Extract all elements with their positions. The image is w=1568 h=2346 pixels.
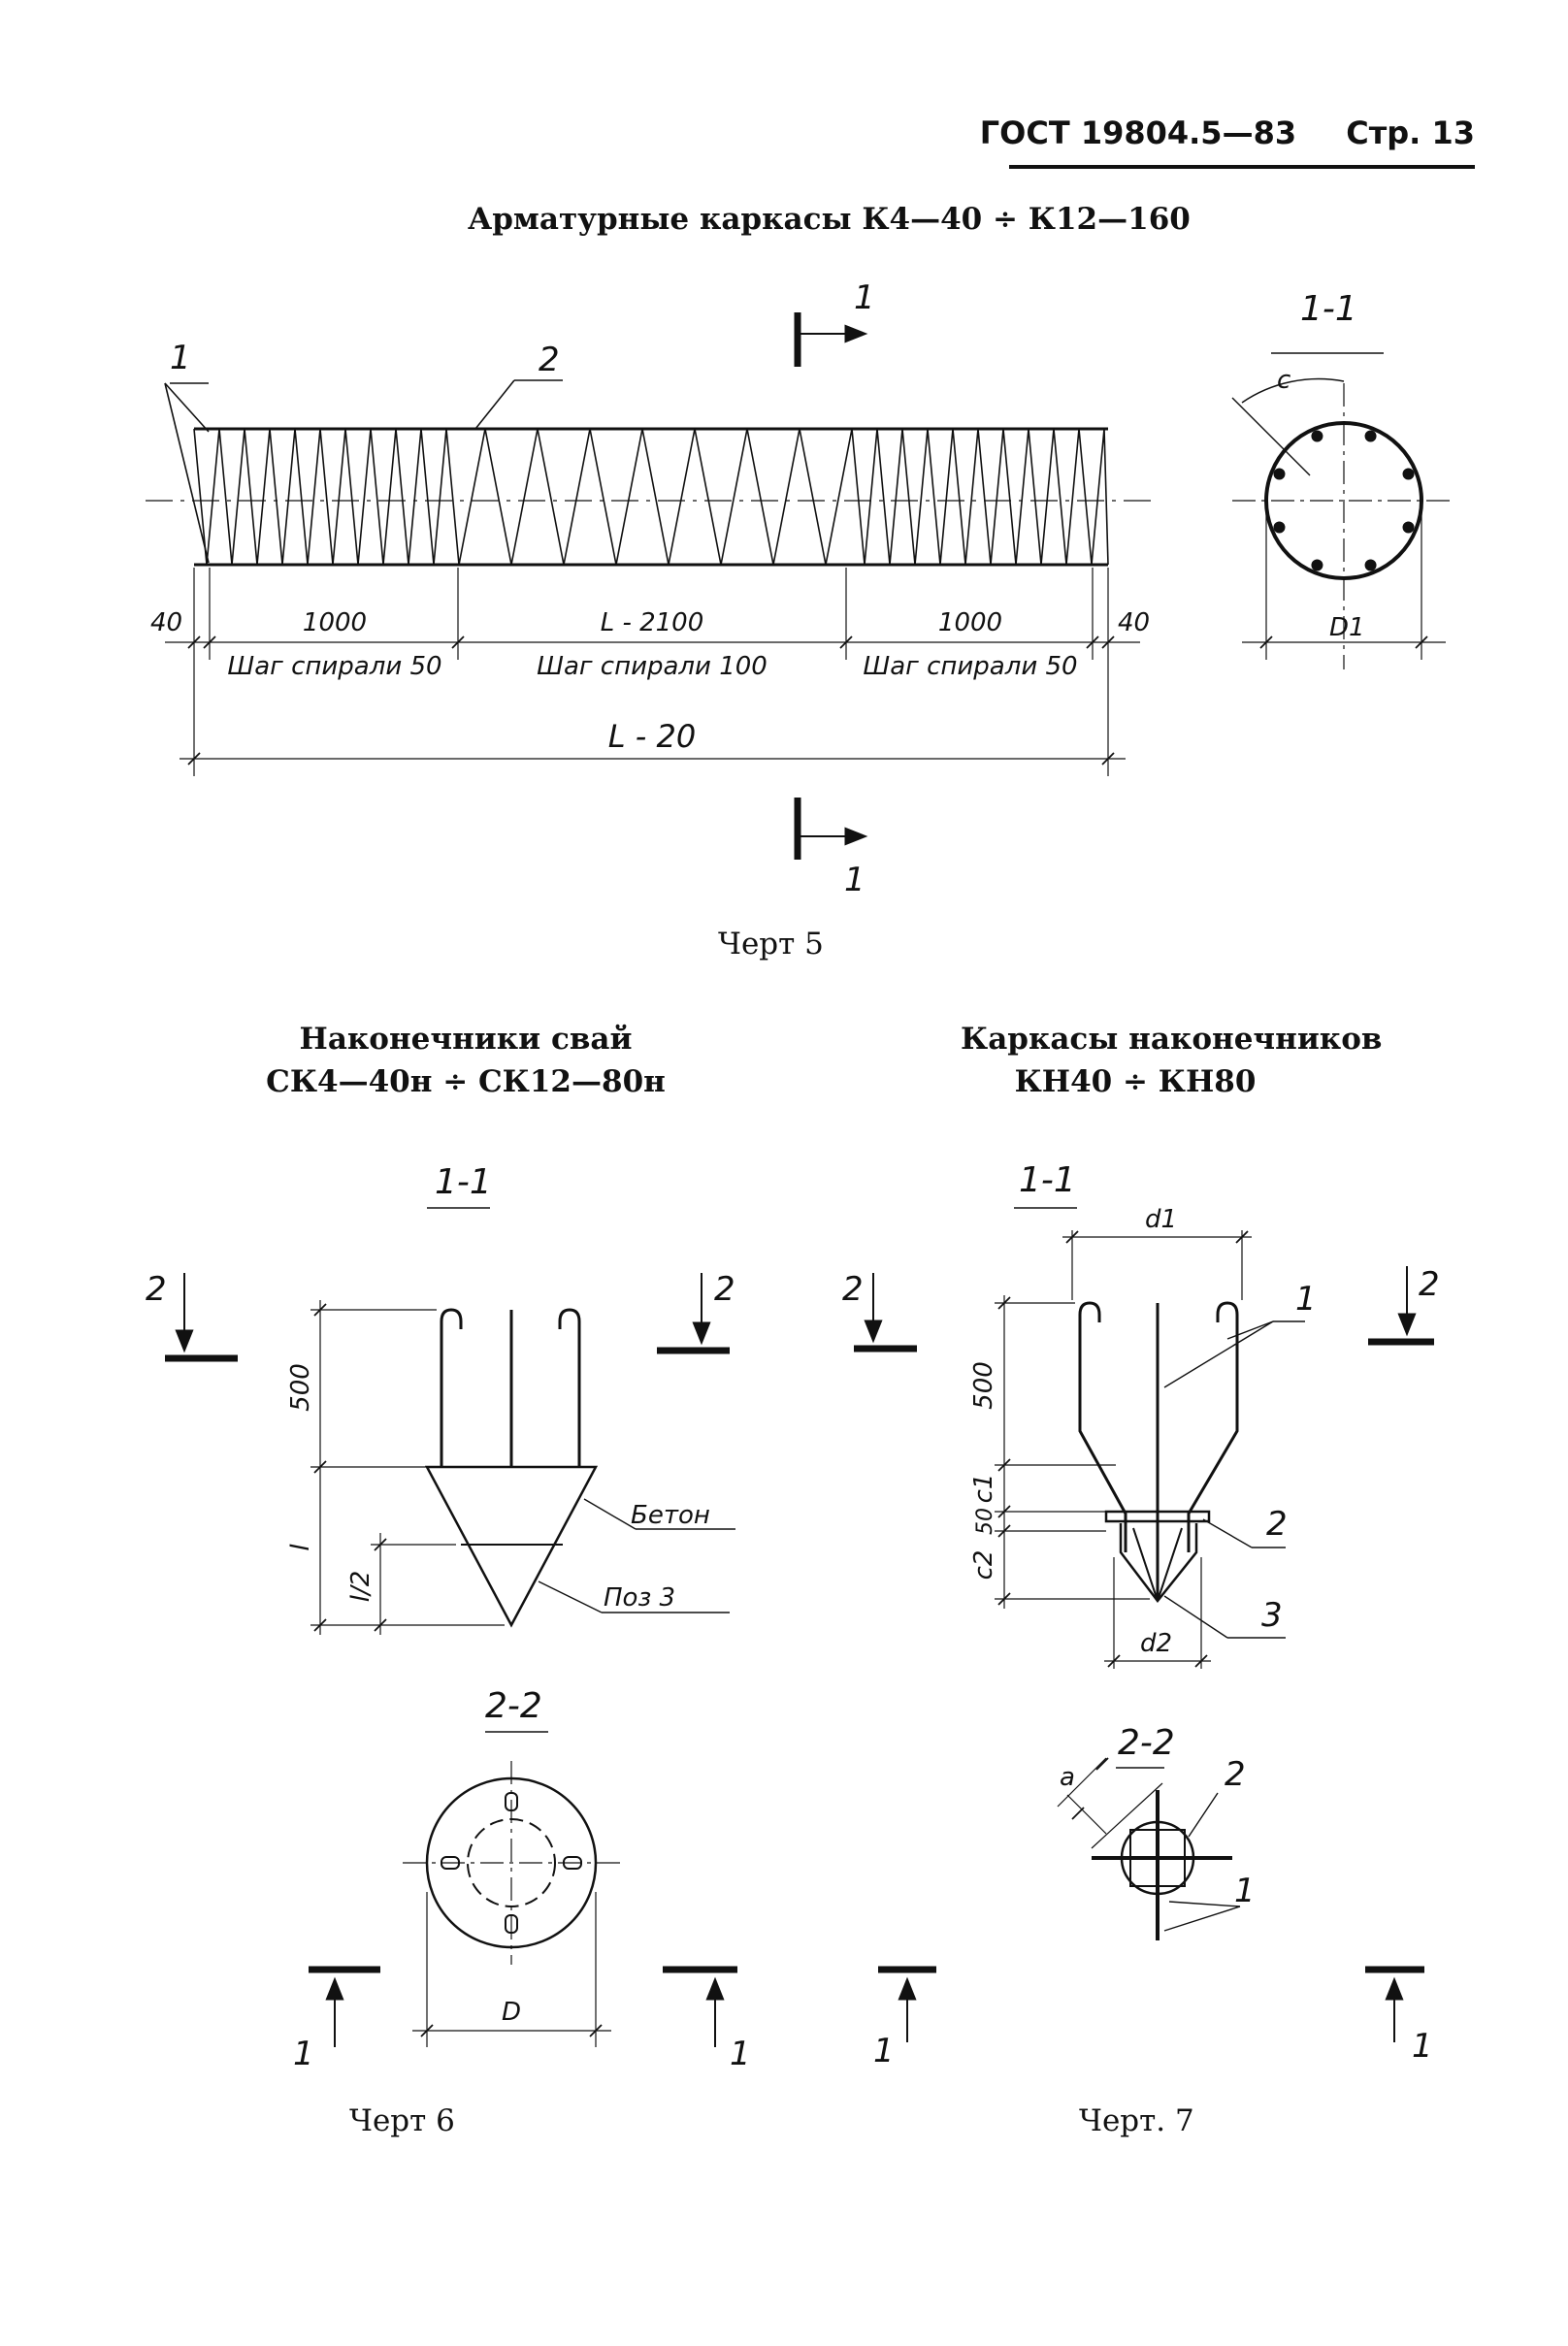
drawing5-caption: Черт 5 [718,927,824,961]
d7-plan-mark-bars: 1 [1234,1872,1256,1910]
section-mark-bottom [794,798,868,860]
total-dim-ticks [187,752,1115,766]
section-bar-dot [1402,468,1415,480]
pitch-left: Шаг спирали 50 [227,652,441,681]
d7-plan-mark-ring: 2 [1225,1755,1246,1794]
dim-section-c: c [1277,366,1290,395]
section-bar-dot [1273,521,1286,534]
section-bar-dot [1273,468,1286,480]
section-bar-dot [1311,430,1323,442]
drawing6-title-line1: Наконечники свай [299,1022,633,1057]
d6-note-position: Поз 3 [604,1583,675,1613]
mark-spiral: 2 [539,341,560,379]
section-mark-top [794,312,868,367]
drawing7-caption: Черт. 7 [1079,2103,1194,2138]
d6-cut1-right: 1 [730,2035,751,2073]
d7-dim-d1: d1 [1145,1205,1177,1234]
section-bar-dot [1402,521,1415,534]
d7-cut2-right: 2 [1419,1265,1440,1304]
d7-cut2-left: 2 [842,1270,864,1309]
section-bar-dot [1311,559,1323,571]
pitch-right: Шаг спирали 50 [863,652,1077,681]
pitch-mid: Шаг спирали 100 [537,652,768,681]
dim-zone-right: 1000 [938,608,1002,637]
d7-cut1-right: 1 [1412,2027,1433,2066]
page-number: Стр. 13 [1346,114,1475,151]
spiral-leader [474,379,515,430]
d7-mark-bars: 1 [1295,1280,1317,1319]
mark-end-bars: 1 [170,339,191,377]
drawing5-title: Арматурные каркасы К4—40 ÷ К12—160 [468,202,1191,237]
end-bar-leader [164,382,210,433]
section-bar-dot [1364,559,1377,571]
tip-cage-drawing [854,1207,1434,2042]
d7-dim-a: a [1060,1763,1075,1792]
d6-section-bottom: 2-2 [485,1686,542,1726]
drawing7-title-line2: КН40 ÷ КН80 [1014,1064,1257,1099]
standard-number: ГОСТ 19804.5—83 [979,114,1297,151]
d7-section-bottom: 2-2 [1118,1723,1175,1763]
dim-ticks [187,635,1115,649]
dim-total: L - 20 [608,718,696,755]
drawing6-caption: Черт 6 [349,2103,455,2138]
cage-drawing [146,312,1455,860]
d7-mark-ring: 2 [1266,1505,1288,1544]
section-mark-label-bottom: 1 [844,861,866,899]
d7-dim-c2: c2 [969,1550,998,1580]
dim-zone-left: 1000 [303,608,367,637]
d7-dim-height: 500 [969,1361,998,1410]
dim-end-right: 40 [1118,608,1150,637]
d7-dim-d2: d2 [1140,1629,1172,1658]
d6-section-top: 1-1 [435,1162,492,1202]
d7-cut1-left: 1 [873,2032,895,2070]
d6-cut2-right: 2 [714,1270,735,1309]
d7-mark-tip: 3 [1261,1596,1283,1635]
spiral [193,428,1109,566]
d7-section-top: 1-1 [1019,1160,1076,1200]
d6-note-concrete: Бетон [631,1501,710,1530]
pile-tip-drawing [165,1207,737,2047]
d7-dim-fifty: 50 [973,1508,997,1535]
d6-dim-tip: l [286,1544,315,1551]
d6-cut1-left: 1 [293,2035,314,2073]
end-bar-leader [164,382,210,564]
d6-dim-diameter: D [502,1998,521,2027]
d6-dim-half: l/2 [346,1571,376,1603]
section-label: 1-1 [1300,289,1357,329]
drawing6-title-line2: СК4—40н ÷ СК12—80н [266,1064,666,1099]
section-bar-dot [1364,430,1377,442]
dim-zone-mid: L - 2100 [601,608,704,637]
d6-cut2-left: 2 [146,1270,167,1309]
drawing7-title-line1: Каркасы наконечников [961,1022,1383,1057]
d6-dim-height: 500 [286,1363,315,1412]
page-header: ГОСТ 19804.5—83 Стр. 13 [980,114,1475,151]
section-mark-label-top: 1 [854,278,875,317]
d7-dim-c1: c1 [969,1474,998,1504]
dim-end-left: 40 [150,608,182,637]
dim-section-d: D1 [1329,613,1365,642]
header-rule [1009,165,1475,169]
cage-cross-section [1231,352,1455,669]
